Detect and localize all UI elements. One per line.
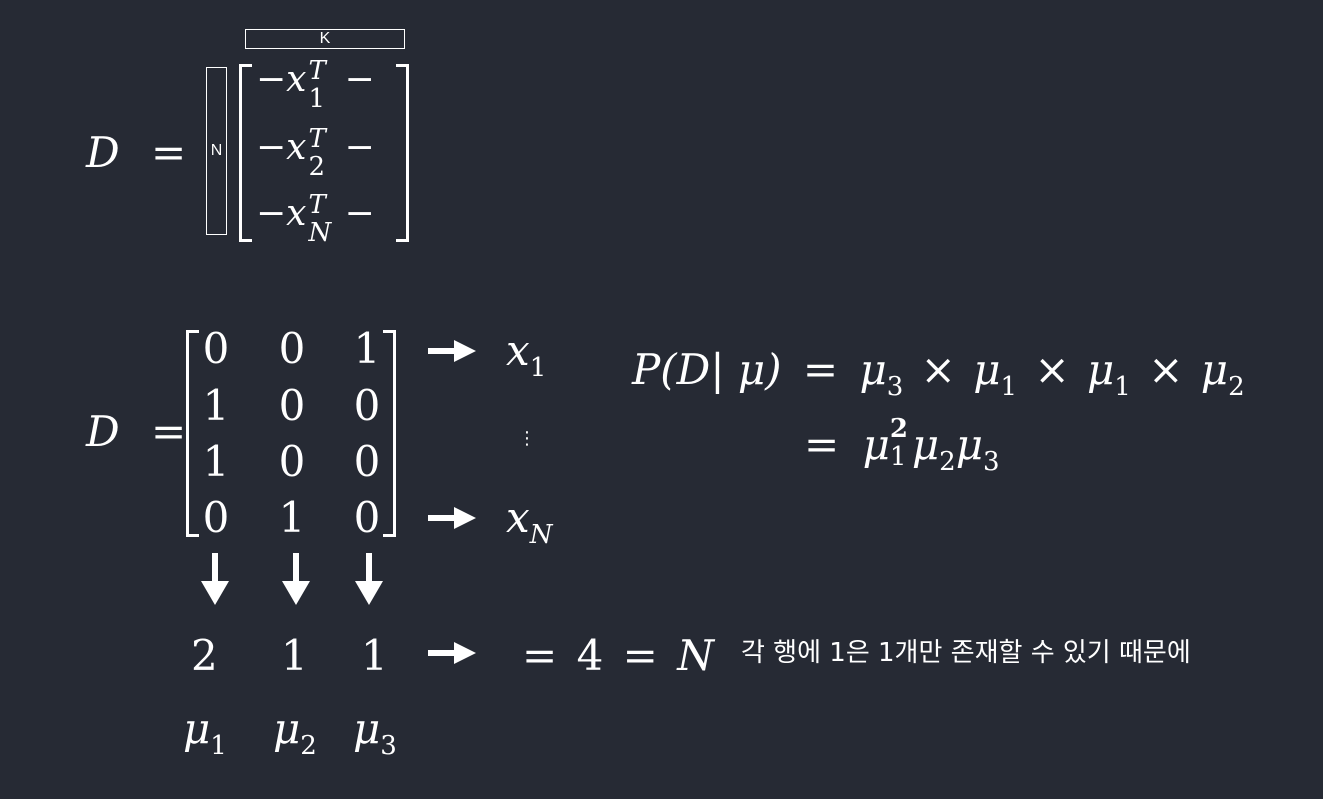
matrix-right-bracket	[383, 330, 396, 537]
dash: −	[344, 59, 375, 100]
subscript: 1	[210, 730, 227, 761]
likelihood-lhs: P(D| μ)	[632, 345, 782, 394]
row-label-x1: x1	[506, 330, 546, 381]
count-col2: 1	[281, 631, 308, 680]
sum-equation: = 4 = N	[522, 635, 714, 677]
matrix-cell: 0	[353, 381, 381, 430]
mu-label-col3: μ3	[353, 708, 397, 759]
times-symbol: ×	[920, 345, 956, 394]
top-right-bracket	[396, 64, 409, 242]
mu-symbol: μ	[973, 345, 1001, 394]
count-col3: 1	[361, 631, 388, 680]
mu-symbol: μ	[862, 420, 890, 469]
sum-equals-2: =	[622, 631, 658, 680]
sum-right-arrow-icon	[428, 642, 476, 664]
matrix-cell: 0	[353, 493, 381, 542]
matrix-cell: 1	[278, 493, 306, 542]
subscript: 2	[300, 730, 317, 761]
likelihood-line-1: P(D| μ) = μ3 × μ1 × μ1 × μ2	[632, 349, 1245, 400]
subscript: 1	[889, 442, 907, 472]
mu-symbol: μ	[183, 704, 211, 753]
vertical-ellipsis: ⋮	[518, 428, 536, 449]
x-symbol: x	[286, 59, 307, 100]
mu-symbol: μ	[353, 704, 381, 753]
dash: −	[256, 59, 287, 100]
mu-symbol: μ	[1087, 345, 1115, 394]
superscript-T: T	[308, 190, 326, 220]
dash: −	[344, 127, 375, 168]
mu-label-col2: μ2	[273, 708, 317, 759]
top-D-symbol: D	[86, 128, 120, 177]
n-dimension-label: N	[210, 142, 223, 159]
col3-down-arrow-icon	[355, 553, 383, 605]
subscript: 3	[886, 371, 904, 402]
row1-right-arrow-icon	[428, 340, 476, 362]
x-symbol: x	[286, 193, 307, 234]
count-col1: 2	[191, 631, 218, 680]
superscript-T: T	[308, 56, 326, 86]
matrix-cell: 0	[202, 324, 230, 373]
k-dimension-label: K	[319, 30, 331, 47]
sum-equals-1: =	[522, 631, 558, 680]
likelihood-equals: =	[802, 345, 839, 394]
sum-value: 4	[576, 631, 604, 680]
dash: −	[256, 127, 287, 168]
subscript: 3	[380, 730, 397, 761]
matrix-cell: 0	[278, 437, 306, 486]
sum-N: N	[677, 631, 714, 680]
subscript: 3	[983, 446, 1000, 477]
subscript: 2	[939, 446, 956, 477]
top-lhs-D: D =	[86, 132, 186, 174]
likelihood-equals-2: =	[804, 420, 840, 469]
subscript: 1	[1000, 371, 1018, 402]
mu-symbol: μ	[273, 704, 301, 753]
x-symbol: x	[506, 493, 530, 542]
matrix-D-symbol: D	[86, 407, 120, 456]
col1-down-arrow-icon	[201, 553, 229, 605]
mu-label-col1: μ1	[183, 708, 227, 759]
x-symbol: x	[286, 127, 307, 168]
matrix-equals: =	[151, 407, 187, 456]
subscript: 1	[308, 84, 326, 114]
dash: −	[256, 193, 287, 234]
col2-down-arrow-icon	[282, 553, 310, 605]
subscript: 1	[529, 352, 547, 383]
matrix-cell: 1	[202, 437, 230, 486]
matrix-cell: 1	[202, 381, 230, 430]
subscript: 2	[1228, 371, 1245, 402]
times-symbol: ×	[1148, 345, 1184, 394]
matrix-left-bracket	[186, 330, 199, 537]
n-dimension-box: N	[206, 67, 227, 235]
dash: −	[344, 193, 375, 234]
row-label-xN: xN	[506, 497, 552, 548]
mu-symbol: μ	[1200, 345, 1229, 394]
subscript: N	[308, 218, 332, 248]
matrix-lhs-D: D =	[86, 411, 186, 453]
superscript-2: 2	[889, 414, 908, 444]
subscript: N	[529, 519, 553, 550]
subscript: 2	[308, 152, 326, 182]
k-dimension-box: K	[245, 29, 405, 49]
times-symbol: ×	[1034, 345, 1070, 394]
mu-symbol: μ	[911, 420, 940, 469]
matrix-cell: 1	[353, 324, 381, 373]
subscript: 1	[1114, 371, 1131, 402]
rowN-right-arrow-icon	[428, 507, 476, 529]
explanatory-note: 각 행에 1은 1개만 존재할 수 있기 때문에	[741, 638, 1191, 668]
top-equals: =	[151, 128, 187, 177]
superscript-T: T	[308, 124, 326, 154]
x-symbol: x	[506, 326, 530, 375]
matrix-cell: 0	[202, 493, 230, 542]
mu-symbol: μ	[859, 345, 887, 394]
matrix-cell: 0	[278, 324, 306, 373]
matrix-cell: 0	[353, 437, 381, 486]
matrix-cell: 0	[278, 381, 306, 430]
mu-symbol: μ	[955, 420, 984, 469]
top-left-bracket	[239, 64, 252, 242]
